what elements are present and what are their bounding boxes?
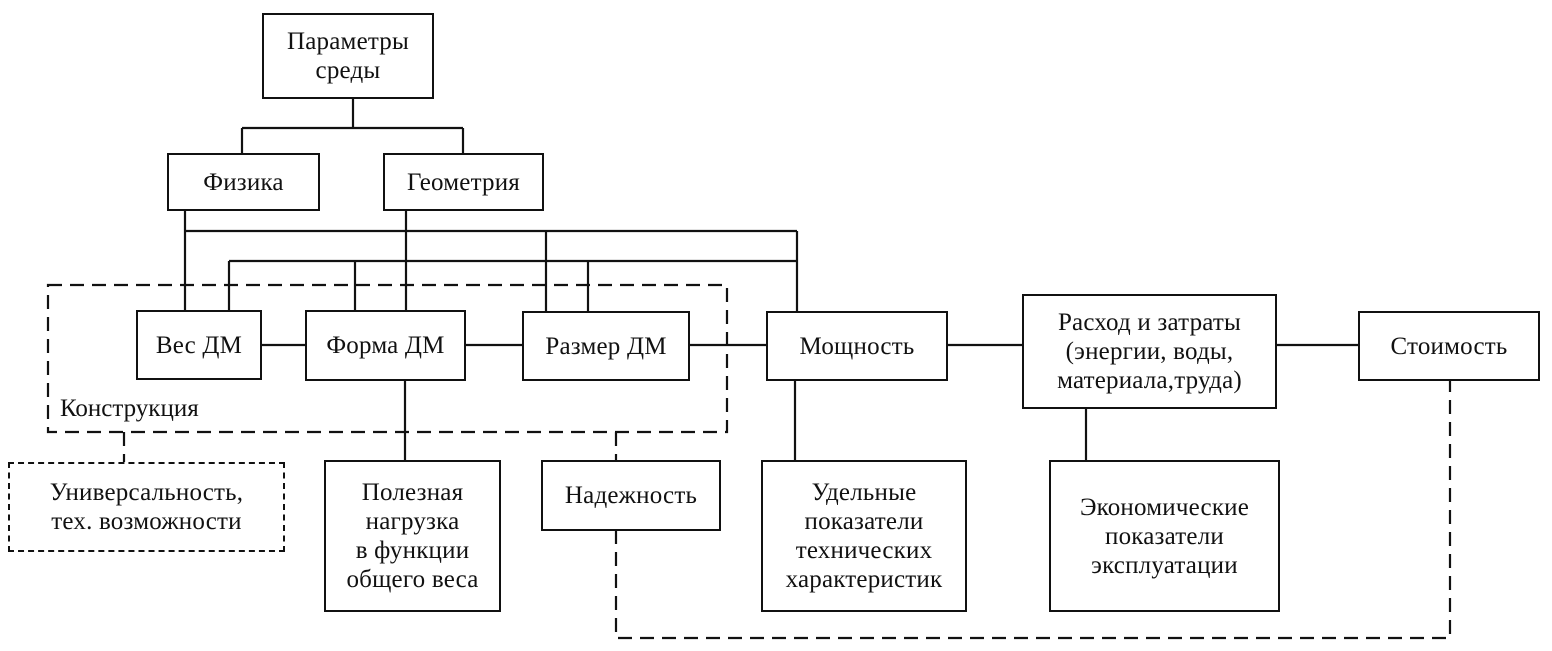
node-environment-parameters: Параметры среды bbox=[262, 13, 434, 99]
node-specific-indicators: Удельные показатели технических характер… bbox=[761, 460, 967, 612]
node-payload: Полезная нагрузка в функции общего веса bbox=[324, 460, 501, 612]
node-size: Размер ДМ bbox=[522, 311, 690, 381]
node-geometry: Геометрия bbox=[383, 153, 544, 211]
construction-group-label: Конструкция bbox=[60, 395, 199, 422]
node-physics: Физика bbox=[167, 153, 320, 211]
node-cost: Стоимость bbox=[1358, 311, 1540, 381]
dash-reliability-cost bbox=[614, 380, 1452, 640]
node-universality: Универсальность, тех. возможности bbox=[8, 462, 285, 552]
node-weight: Вес ДМ bbox=[136, 310, 262, 380]
node-economic-indicators: Экономические показатели эксплуатации bbox=[1049, 460, 1280, 612]
node-shape: Форма ДМ bbox=[305, 310, 466, 381]
node-power: Мощность bbox=[766, 311, 948, 381]
node-consumption: Расход и затраты (энергии, воды, материа… bbox=[1022, 294, 1277, 409]
node-reliability: Надежность bbox=[541, 460, 721, 531]
construction-group bbox=[46, 283, 729, 434]
